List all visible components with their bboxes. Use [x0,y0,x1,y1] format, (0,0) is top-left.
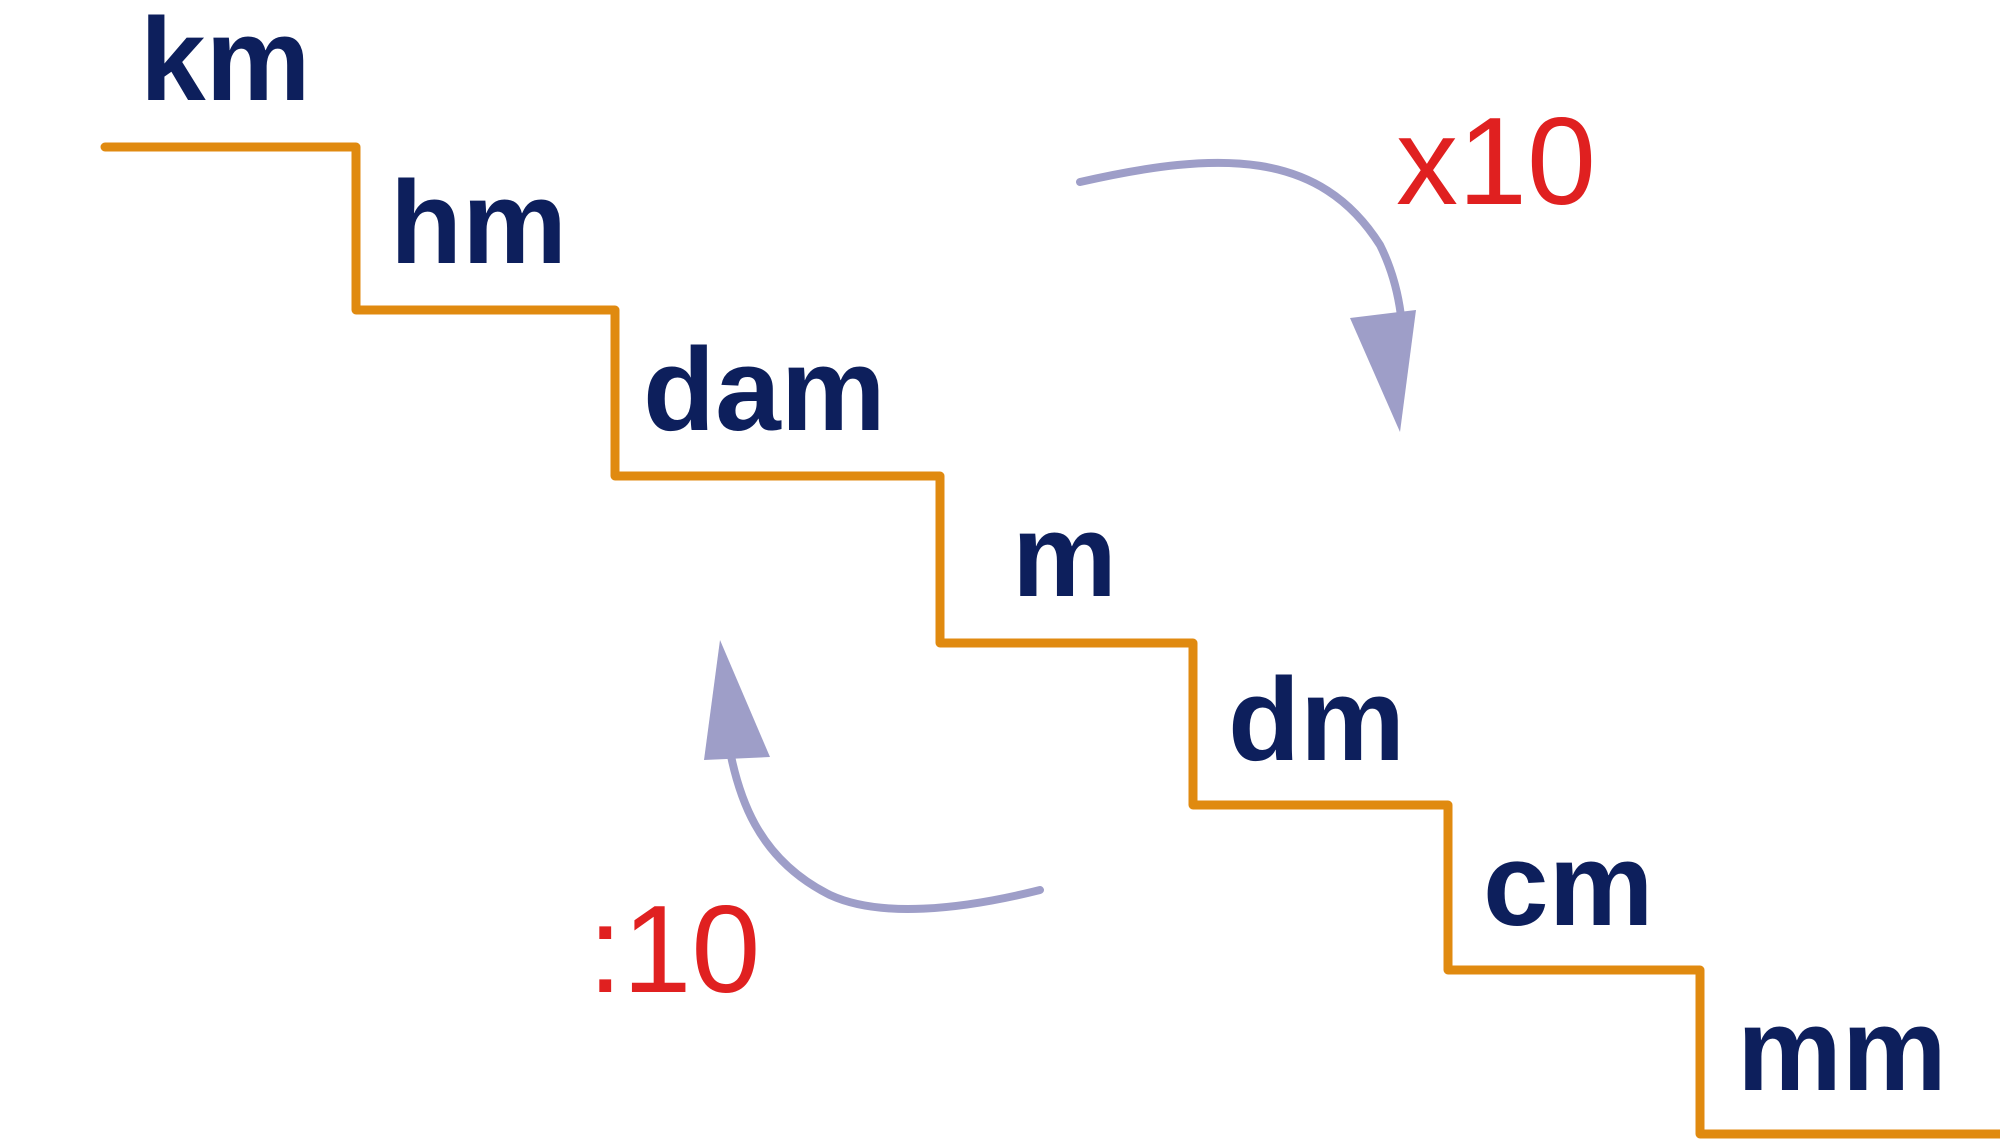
staircase-line [100,142,2000,1139]
divide-label: :10 [588,881,760,1019]
unit-label-dam: dam [643,324,886,456]
unit-label-dm: dm [1228,654,1405,786]
multiply-label: x10 [1396,93,1596,231]
multiply-arrow-curve [1076,158,1407,366]
unit-label-km: km [140,0,311,126]
multiply-arrow-head-icon [1350,310,1416,432]
divide-arrow-head-icon [704,640,770,760]
unit-label-hm: hm [390,157,567,289]
unit-label-cm: cm [1483,819,1654,951]
unit-label-m: m [1012,490,1117,622]
divide-arrow-curve [721,716,1044,913]
unit-label-mm: mm [1737,984,1947,1116]
